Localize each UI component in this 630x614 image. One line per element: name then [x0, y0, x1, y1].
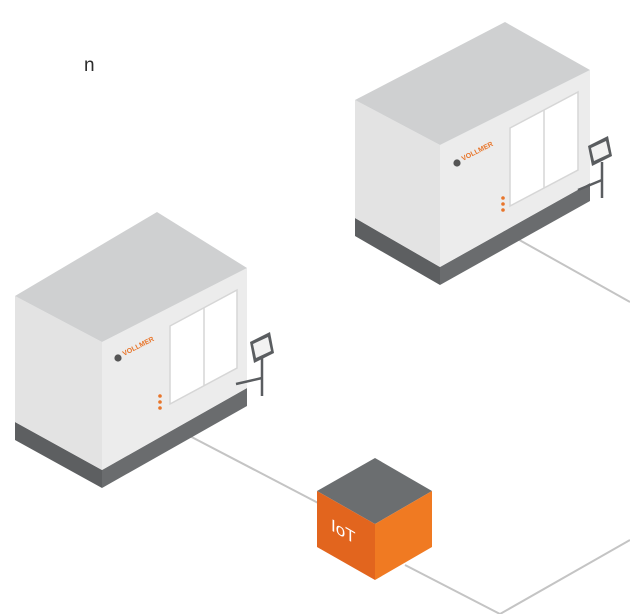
machine-front — [355, 100, 440, 267]
machine-base-side — [440, 183, 590, 285]
network-line-right-machine — [497, 227, 630, 303]
status-lights-icon — [501, 196, 505, 212]
iot-hub-cube: IoT — [317, 458, 432, 580]
network-line-hub-out — [404, 539, 630, 614]
vollmer-logo-icon — [453, 159, 461, 167]
machine-base — [15, 422, 102, 488]
status-lights-icon — [158, 394, 162, 410]
machine-base — [355, 218, 440, 285]
iot-cube-top — [317, 458, 432, 524]
machine-roof — [15, 212, 247, 342]
control-terminal-icon — [235, 332, 274, 396]
iot-cube-front — [317, 491, 375, 580]
corner-text-fragment: n — [84, 55, 95, 76]
control-terminal-icon — [577, 136, 612, 198]
machine-top-right: VOLLMER — [355, 22, 612, 285]
machine-roof — [355, 22, 590, 145]
machine-base-side — [102, 388, 247, 488]
vollmer-logo-icon — [114, 354, 122, 362]
network-lines — [181, 227, 630, 614]
machine-front — [15, 296, 102, 470]
machine-left: VOLLMER — [15, 212, 274, 488]
iot-cube-side — [375, 491, 432, 580]
network-line-left-machine — [181, 431, 323, 506]
